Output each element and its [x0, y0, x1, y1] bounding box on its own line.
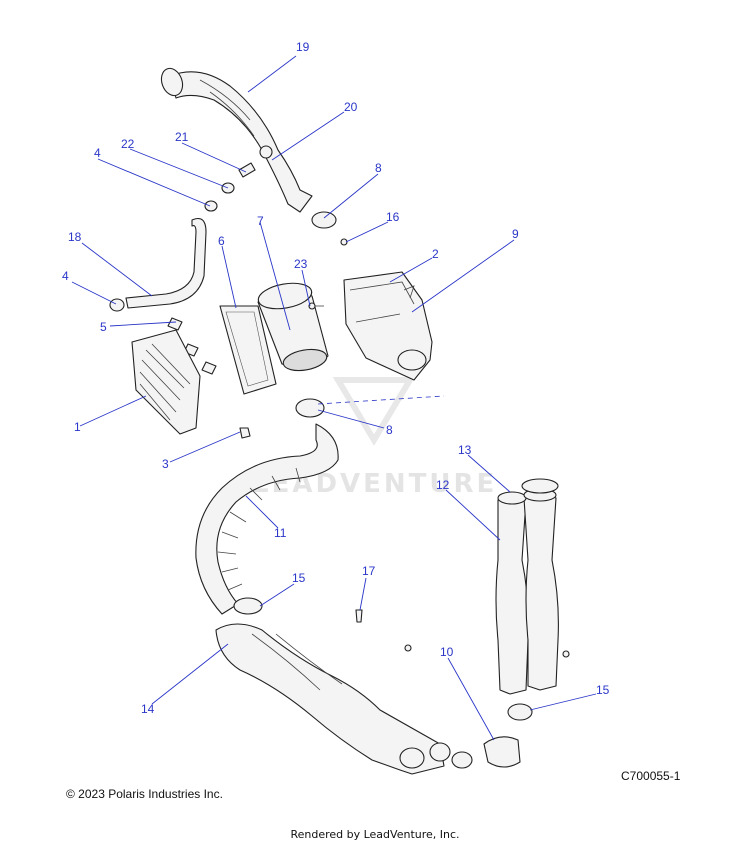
callout-10[interactable]: 10 [440, 645, 454, 659]
callout-13[interactable]: 12 [436, 478, 450, 492]
part-15-clamp-left [233, 597, 263, 615]
rendered-by-text: Rendered by LeadVenture, Inc. [290, 828, 460, 841]
part-9-airbox-housing [343, 271, 433, 381]
callout-3[interactable]: 3 [162, 457, 169, 471]
callout-19[interactable]: 19 [296, 40, 310, 54]
reference-dashed-line [317, 395, 445, 405]
callout-21[interactable]: 21 [175, 130, 189, 144]
part-1-airbox-cover [131, 329, 201, 435]
part-19-upper-intake-tube [160, 67, 313, 213]
callout-4-upper[interactable]: 4 [94, 146, 101, 160]
part-11-curved-duct [195, 423, 339, 615]
callout-18[interactable]: 18 [68, 230, 82, 244]
callout-11[interactable]: 11 [274, 526, 287, 540]
callout-6[interactable]: 6 [218, 234, 225, 248]
part-15-clamp-right [507, 703, 533, 721]
callout-14[interactable]: 13 [458, 443, 472, 457]
callout-9[interactable]: 9 [512, 227, 519, 241]
watermark: LEADVENTURE [252, 377, 494, 499]
callout-5[interactable]: 5 [100, 320, 107, 334]
callout-15-left[interactable]: 15 [292, 571, 306, 585]
callout-20[interactable]: 20 [344, 100, 358, 114]
part-5-clips [167, 317, 217, 375]
callout-22[interactable]: 22 [121, 137, 135, 151]
part-7-air-filter [257, 282, 329, 372]
part-13-vertical-duct [495, 488, 559, 695]
part-14-clamp [521, 478, 559, 494]
part-12-lower-duct [215, 623, 451, 775]
part-21-fitting [238, 162, 256, 178]
callout-1[interactable]: 1 [74, 420, 81, 434]
part-8-clamp-lower [295, 398, 325, 418]
part-6-gasket [219, 305, 277, 395]
callout-16[interactable]: 16 [386, 210, 400, 224]
callout-17[interactable]: 17 [362, 564, 376, 578]
part-10-coupler [451, 736, 521, 769]
callout-8-upper[interactable]: 8 [375, 161, 382, 175]
callout-labels: 19 20 21 22 4 8 16 7 9 18 6 2 23 4 5 1 8… [62, 40, 610, 716]
callout-23[interactable]: 23 [294, 257, 308, 271]
part-17-fastener [355, 609, 570, 658]
callout-4-lower[interactable]: 4 [62, 269, 69, 283]
callout-2[interactable]: 2 [432, 247, 439, 261]
part-23-screw [308, 302, 324, 310]
figure-id: C700055-1 [621, 769, 681, 783]
part-4-clamp-upper [204, 200, 218, 212]
copyright-text: © 2023 Polaris Industries Inc. [66, 787, 223, 801]
callout-15-right[interactable]: 15 [596, 683, 610, 697]
callout-12[interactable]: 14 [141, 702, 155, 716]
part-4-clamp-lower [109, 298, 125, 312]
leader-lines [71, 55, 597, 741]
callout-7[interactable]: 7 [257, 214, 264, 228]
part-3-fastener [239, 427, 251, 439]
callout-8-lower[interactable]: 8 [386, 423, 393, 437]
part-20-sensor [259, 145, 273, 159]
part-8-clamp-upper [311, 211, 337, 229]
part-18-breather-hose [125, 217, 207, 309]
